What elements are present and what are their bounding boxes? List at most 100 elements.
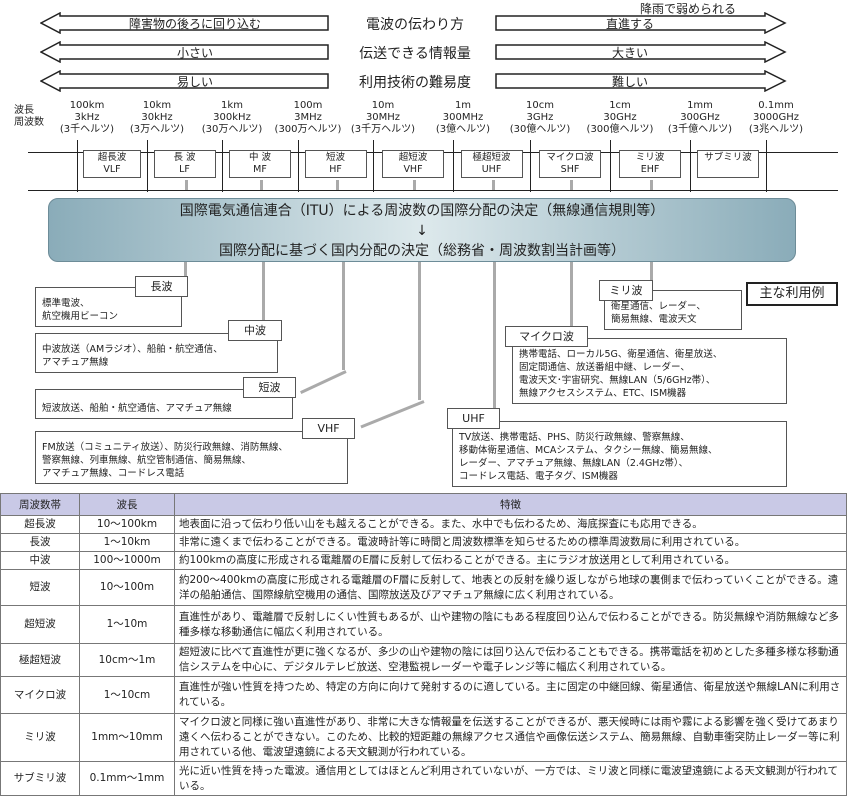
usage-label-ehf: ミリ波 — [599, 280, 653, 301]
feature-cell: 光に近い性質を持った電波。通信用としてはほとんど利用されていないが、一方では、ミ… — [174, 761, 847, 796]
header-wavelength: 波長 — [79, 493, 175, 516]
scale-tick — [530, 140, 531, 192]
usage-line: 簡易無線、電波天文 — [611, 314, 697, 325]
connector-line — [650, 262, 653, 282]
wavelength-label: 波長 — [14, 105, 34, 116]
itu-international-allocation: 国際電気通信連合（ITU）による周波数の国際分配の決定（無線通信規則等） — [179, 203, 665, 219]
scale-wl: 10cm — [526, 100, 554, 111]
feature-cell: 超短波に比べて直進性が更に強くなるが、多少の山や建物の陰には回り込んで伝わること… — [174, 643, 847, 677]
usage-label-shf: マイクロ波 — [505, 326, 588, 347]
usage-line: コードレス電話、電子タグ、ISM機器 — [459, 471, 618, 482]
connector-stub — [260, 180, 263, 190]
scale-tick — [298, 140, 299, 192]
band-cell: 超短波 — [0, 605, 80, 644]
connector-line — [262, 262, 265, 322]
scale-tick — [766, 140, 767, 192]
left-arrow-2: 易しい — [40, 70, 330, 92]
connector-stub — [650, 180, 653, 190]
connector-line — [570, 262, 573, 328]
scale-f: 300kHz — [213, 112, 251, 123]
usage-line: TV放送、携帯電話、PHS、防災行政無線、警察無線、 — [459, 432, 690, 443]
feature-cell: 直進性が強い性質を持つため、特定の方向に向けて発射するのに適している。主に固定の… — [174, 676, 847, 714]
legend-main-uses: 主な利用例 — [746, 282, 838, 306]
band-name: マイクロ波 — [546, 152, 594, 163]
usage-line: 衛星通信、レーダー、 — [611, 301, 706, 312]
band-code: LF — [179, 164, 190, 175]
usage-line: 携帯電話、ローカル5G、衛星通信、衛星放送、 — [519, 349, 723, 360]
right-arrow-label: 直進する — [605, 17, 654, 31]
scale-tick — [373, 140, 374, 192]
right-arrow-0: 直進する — [495, 12, 787, 34]
band-name: ミリ波 — [635, 152, 665, 163]
rain-note: 降雨で弱められる — [640, 2, 737, 16]
scale-wl: 1mm — [687, 100, 713, 111]
scale-f: 300MHz — [442, 112, 484, 123]
connector-line — [360, 400, 425, 429]
scale-wl: 100km — [69, 100, 105, 111]
scale-jp: (3万ヘルツ) — [129, 124, 185, 135]
scale-wl: 0.1mm — [758, 100, 794, 111]
wavelength-cell: 10～100m — [79, 569, 175, 606]
band-name: 中 波 — [248, 152, 272, 163]
connector-stub — [413, 180, 416, 190]
connector-line — [493, 262, 496, 410]
scale-jp: (30万ヘルツ) — [201, 124, 263, 135]
itu-domestic-allocation: 国際分配に基づく国内分配の決定（総務省・周波数割当計画等） — [219, 243, 625, 259]
band-name: 超長波 — [97, 152, 127, 163]
usage-line: レーダー、アマチュア無線、無線LAN（2.4GHz帯）、 — [459, 458, 689, 469]
itu-allocation-box: 国際電気通信連合（ITU）による周波数の国際分配の決定（無線通信規則等） ↓ 国… — [48, 198, 796, 262]
header-features: 特徴 — [174, 493, 847, 516]
feature-cell: 地表面に沿って伝わり低い山をも越えることができる。また、水中でも伝わるため、海底… — [174, 515, 847, 534]
band-code: VHF — [403, 164, 423, 175]
usage-box-shf: 携帯電話、ローカル5G、衛星通信、衛星放送、固定間通信、放送番組中継、レーダー、… — [512, 338, 787, 404]
scale-f: 30kHz — [141, 112, 173, 123]
scale-f: 3MHz — [294, 112, 322, 123]
scale-tick — [147, 140, 148, 192]
usage-line: 無線アクセスシステム、ETC、ISM機器 — [519, 388, 687, 399]
right-arrow-1: 大きい — [495, 41, 787, 63]
usage-box-uhf: TV放送、携帯電話、PHS、防災行政無線、警察無線、移動体衛星通信、MCAシステ… — [452, 421, 787, 487]
connector-line — [342, 262, 345, 370]
scale-wl: 100m — [293, 100, 323, 111]
feature-cell: マイクロ波と同様に強い直進性があり、非常に大きな情報量を伝送することができるが、… — [174, 713, 847, 762]
band-code: EHF — [640, 164, 660, 175]
usage-line: 移動体衛星通信、MCAシステム、タクシー無線、簡易無線、 — [459, 445, 718, 456]
left-arrow-0: 障害物の後ろに回り込む — [40, 12, 330, 34]
band-code: MF — [253, 164, 267, 175]
scale-f: 30GHz — [603, 112, 637, 123]
usage-line: アマチュア無線 — [42, 357, 109, 368]
connector-line — [184, 262, 187, 280]
scale-wl: 10m — [371, 100, 395, 111]
usage-label-vhf: VHF — [302, 418, 355, 439]
connector-stub — [184, 180, 188, 190]
feature-cell: 直進性があり、電離層で反射しにくい性質もあるが、山や建物の陰にもある程度回り込ん… — [174, 605, 847, 644]
band-cell: 長波 — [0, 533, 80, 552]
usage-label-hf: 短波 — [243, 377, 296, 398]
wavelength-cell: 0.1mm～1mm — [79, 761, 175, 796]
characteristic-title: 利用技術の難易度 — [359, 75, 471, 91]
band-name: 極超短波 — [472, 152, 511, 163]
scale-wl: 10km — [142, 100, 172, 111]
connector-stub — [491, 180, 495, 190]
scale-jp: (3億ヘルツ) — [435, 124, 491, 135]
scale-f: 3000GHz — [753, 112, 799, 123]
header-band: 周波数帯 — [0, 493, 80, 516]
usage-label-uhf: UHF — [447, 408, 500, 429]
